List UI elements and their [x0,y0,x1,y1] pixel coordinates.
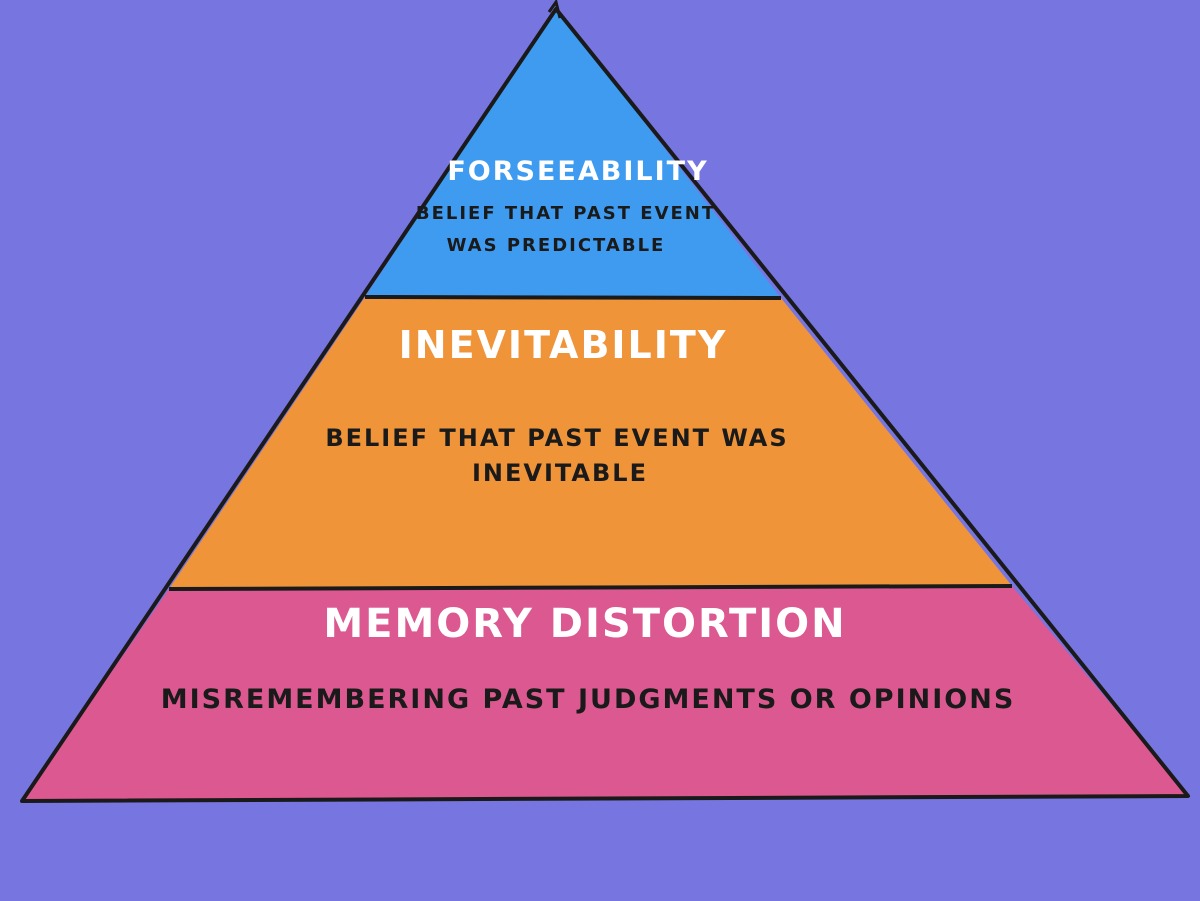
tier-forseeability [365,9,781,298]
pyramid-outline [20,7,1190,803]
tier-desc-inevitability-line1: BELIEF THAT PAST EVENT WAS [325,424,788,452]
tier-title-inevitability: INEVITABILITY [399,323,728,367]
tier-title-memory-distortion: MEMORY DISTORTION [323,601,846,647]
tier-inevitability [169,297,1012,589]
tier-desc-forseeability-line1: BELIEF THAT PAST EVENT [416,203,716,224]
tier-desc-forseeability-line2: WAS PREDICTABLE [447,235,666,256]
divider-bottom [168,584,1013,591]
tier-title-forseeability: FORSEEABILITY [447,156,708,187]
divider-top [364,295,782,300]
tier-memory-distortion [22,586,1188,801]
apex-tick [547,0,562,19]
tier-desc-memory-distortion: MISREMEMBERING PAST JUDGMENTS OR OPINION… [161,684,1016,715]
tier-desc-inevitability-line2: INEVITABLE [472,459,648,487]
